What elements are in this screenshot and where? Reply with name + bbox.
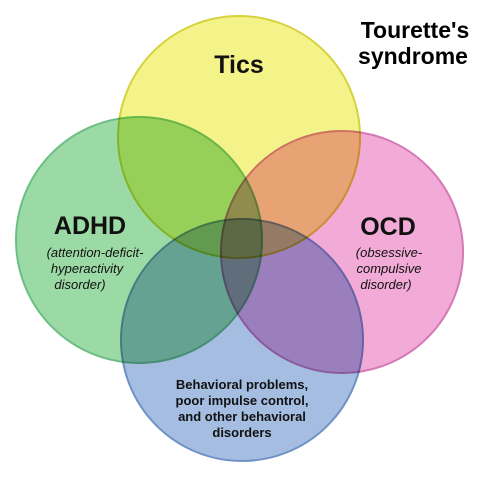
behavioral-line-4: disorders [212,425,271,440]
behavioral-line-2: poor impulse control, [176,393,309,408]
title-line-2: syndrome [358,43,468,69]
ocd-sublabel-line-2: compulsive [356,261,421,276]
adhd-sublabel-line-3: disorder) [54,277,105,292]
adhd-sublabel-line-2: hyperactivity [51,261,125,276]
title-line-1: Tourette's [361,17,470,43]
behavioral-circle [120,218,364,462]
ocd-sublabel-line-3: disorder) [360,277,411,292]
behavioral-line-1: Behavioral problems, [176,377,308,392]
adhd-label: ADHD [54,212,126,240]
ocd-sublabel-line-1: (obsessive- [356,245,423,260]
ocd-label: OCD [360,213,416,241]
behavioral-line-3: and other behavioral [178,409,306,424]
adhd-sublabel-line-1: (attention-deficit- [47,245,144,260]
circles-group [15,15,464,462]
tics-label: Tics [214,51,264,79]
